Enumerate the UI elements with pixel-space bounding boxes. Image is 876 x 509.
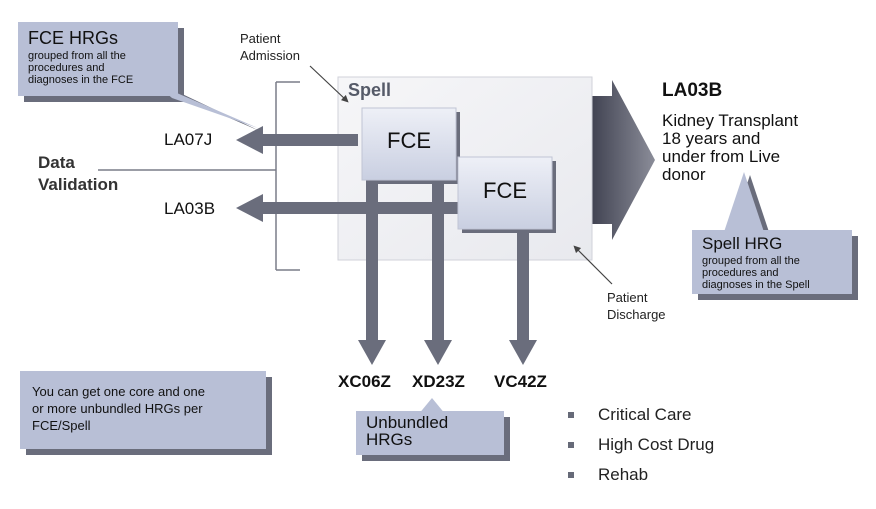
unbundled-types-list: Critical Care High Cost Drug Rehab <box>568 400 714 490</box>
fce-hrgs-callout <box>18 22 178 96</box>
fce-hrgs-title: FCE HRGs <box>28 28 118 48</box>
spell-result-description: Kidney Transplant 18 years and under fro… <box>662 111 799 184</box>
patient-discharge-label: Patient Discharge <box>607 290 666 322</box>
spell-hrg-title: Spell HRG <box>702 234 783 253</box>
info-callout-text: You can get one core and one or more unb… <box>32 384 205 433</box>
info-callout <box>20 371 266 449</box>
list-item: High Cost Drug <box>568 430 714 460</box>
spell-hrg-callout <box>692 230 852 294</box>
hrg-code-la07j: LA07J <box>164 130 213 149</box>
discharge-pointer <box>573 245 613 285</box>
spell-hrg-subtitle: grouped from all the procedures and diag… <box>702 255 810 291</box>
spell-label: Spell <box>348 80 392 100</box>
list-item-label: Rehab <box>598 465 649 484</box>
admission-pointer <box>309 65 349 103</box>
list-item: Critical Care <box>568 400 714 430</box>
spell-hrg-callout-text: Spell HRG grouped from all the procedure… <box>702 234 852 291</box>
left-arrows <box>236 126 458 222</box>
spell-output-arrow <box>590 80 655 240</box>
fce-box-1 <box>361 107 457 181</box>
unbundled-callout-text: Unbundled HRGs <box>366 413 449 449</box>
list-item-label: High Cost Drug <box>598 435 715 454</box>
fce-label-2: FCE <box>483 178 527 203</box>
data-validation-label: Data Validation <box>38 153 119 194</box>
bullet-icon <box>568 442 574 448</box>
fce-hrgs-subtitle: grouped from all the procedures and diag… <box>28 50 134 86</box>
list-item: Rehab <box>568 460 714 490</box>
unbundled-code-xd23z: XD23Z <box>412 372 465 391</box>
fce-box-2 <box>457 156 553 230</box>
bullet-icon <box>568 472 574 478</box>
spell-result-code: LA03B <box>662 80 723 101</box>
fce-hrgs-callout-text: FCE HRGs grouped from all the procedures… <box>28 28 178 86</box>
fce-label-1: FCE <box>387 128 431 153</box>
unbundled-callout <box>356 411 504 455</box>
bullet-icon <box>568 412 574 418</box>
hrg-code-la03b-left: LA03B <box>164 199 216 218</box>
validation-bracket <box>98 81 300 271</box>
unbundled-code-vc42z: VC42Z <box>494 372 547 391</box>
unbundled-code-xc06z: XC06Z <box>338 372 391 391</box>
patient-admission-label: Patient Admission <box>240 31 300 63</box>
list-item-label: Critical Care <box>598 405 692 424</box>
down-arrows <box>358 182 537 365</box>
